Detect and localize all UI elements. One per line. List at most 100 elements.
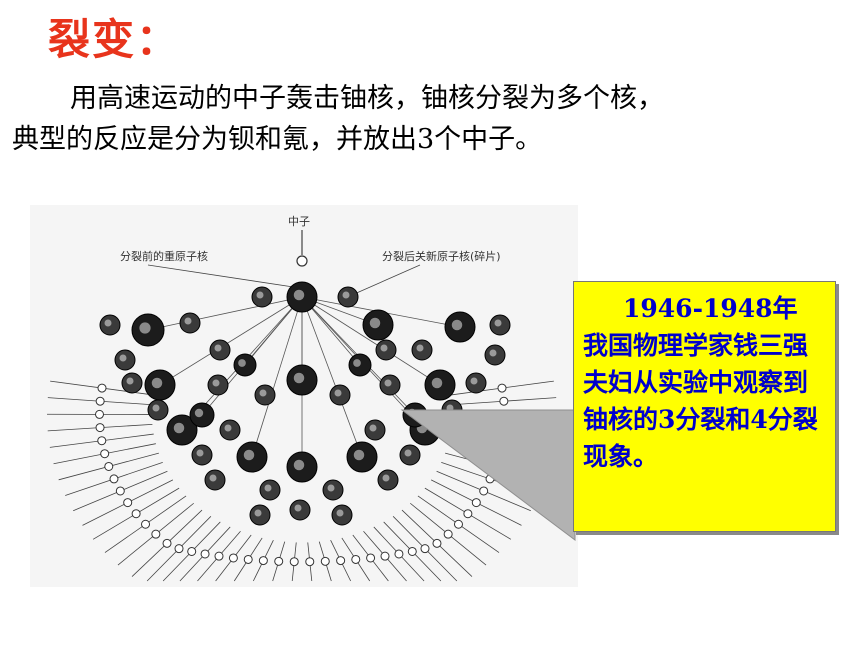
nucleus-highlight [238, 359, 246, 367]
fragment-highlight [471, 378, 478, 385]
fragment-highlight [495, 320, 502, 327]
fragment-highlight [127, 378, 134, 385]
emitted-neutron [395, 550, 403, 558]
fragment-highlight [381, 345, 388, 352]
emitted-neutron [491, 462, 499, 470]
fragment-highlight [210, 475, 217, 482]
note-years: 1946-1948年 [583, 290, 829, 327]
emitted-neutron [96, 410, 104, 418]
fragment-highlight [185, 318, 192, 325]
emitted-neutron [132, 510, 140, 518]
emitted-neutron [116, 487, 124, 495]
fragment-highlight [215, 345, 222, 352]
fragment-highlight [120, 355, 127, 362]
fragment-highlight [328, 485, 335, 492]
emitted-neutron [152, 530, 160, 538]
emitted-neutron [352, 555, 360, 563]
emitted-neutron [500, 410, 508, 418]
emitted-neutron [408, 547, 416, 555]
chain-reaction-diagram: 中子 分裂前的重原子核 分裂后关新原子核(碎片) [30, 205, 578, 587]
fragment-highlight [255, 510, 262, 517]
history-note: 1946-1948年 我国物理学家钱三强夫妇从实验中观察到铀核的3分裂和4分裂现… [573, 281, 836, 532]
slide-title: 裂变： [48, 6, 180, 67]
emitted-neutron [472, 499, 480, 507]
label-pointer-right [352, 265, 420, 295]
nucleus-highlight [152, 378, 163, 389]
nucleus-highlight [408, 409, 416, 417]
fragment-highlight [370, 425, 377, 432]
fragment-highlight [335, 390, 342, 397]
emitted-neutron [367, 554, 375, 562]
nucleus-highlight [174, 423, 185, 434]
emitted-neutron [498, 437, 506, 445]
emitted-neutron [290, 558, 298, 566]
fragment-highlight [197, 450, 204, 457]
emitted-neutron [498, 384, 506, 392]
emitted-neutron [96, 397, 104, 405]
label-heavy-nucleus: 分裂前的重原子核 [120, 249, 208, 263]
emitted-neutron [215, 552, 223, 560]
fragment-highlight [260, 390, 267, 397]
emitted-neutron [98, 384, 106, 392]
emitted-neutron [421, 545, 429, 553]
fragment-highlight [213, 380, 220, 387]
emitted-neutron [105, 462, 113, 470]
fragment-highlight [153, 405, 160, 412]
emitted-neutron [188, 547, 196, 555]
emitted-neutron [500, 424, 508, 432]
emitted-neutron [480, 487, 488, 495]
fragment-highlight [295, 505, 302, 512]
emitted-neutron [500, 397, 508, 405]
nucleus-highlight [353, 359, 361, 367]
emitted-neutron [110, 475, 118, 483]
fragment-highlight [383, 475, 390, 482]
nucleus-highlight [294, 373, 305, 384]
nucleus-highlight [244, 450, 255, 461]
emitted-neutron [321, 557, 329, 565]
nucleus-highlight [139, 322, 150, 333]
emitted-neutron [381, 552, 389, 560]
note-body: 我国物理学家钱三强夫妇从实验中观察到铀核的3分裂和4分裂现象。 [583, 327, 829, 475]
emitted-neutron [337, 557, 345, 565]
emitted-neutron [98, 437, 106, 445]
emitted-neutron [306, 558, 314, 566]
nucleus-highlight [452, 320, 463, 331]
fragment-highlight [257, 292, 264, 299]
emitted-neutron [101, 450, 109, 458]
fragment-highlight [225, 425, 232, 432]
fragment-highlight [490, 350, 497, 357]
emitted-neutron [142, 520, 150, 528]
emitted-neutron [444, 530, 452, 538]
fragment-highlight [447, 405, 454, 412]
nucleus-highlight [354, 450, 365, 461]
chain-reaction-figure: 中子 分裂前的重原子核 分裂后关新原子核(碎片) [30, 205, 578, 587]
emitted-neutron [486, 475, 494, 483]
intro-paragraph: 用高速运动的中子轰击铀核，铀核分裂为多个核， 典型的反应是分为钡和氪，并放出3个… [12, 78, 842, 160]
emitted-neutron [124, 499, 132, 507]
emitted-neutron [464, 510, 472, 518]
nucleus-highlight [432, 378, 443, 389]
fragment-highlight [105, 320, 112, 327]
fragment-highlight [385, 380, 392, 387]
link-line [160, 297, 302, 385]
fragment-highlight [337, 510, 344, 517]
reaction-marks [47, 256, 557, 581]
label-pointer-left [148, 265, 300, 288]
emitted-neutron [433, 539, 441, 547]
emitted-neutron [201, 550, 209, 558]
emitted-neutron [96, 424, 104, 432]
label-neutron: 中子 [288, 215, 310, 228]
fragment-highlight [405, 450, 412, 457]
label-fragments: 分裂后关新原子核(碎片) [382, 249, 501, 263]
emitted-neutron [229, 554, 237, 562]
emitted-neutron [454, 520, 462, 528]
neutron-circle [297, 256, 307, 266]
nucleus-highlight [294, 290, 305, 301]
fragment-highlight [265, 485, 272, 492]
paragraph-line-2: 典型的反应是分为钡和氪，并放出3个中子。 [12, 119, 842, 160]
fragment-highlight [417, 345, 424, 352]
emitted-neutron [495, 450, 503, 458]
emitted-neutron [175, 545, 183, 553]
nucleus-highlight [195, 409, 203, 417]
nucleus-highlight [370, 318, 381, 329]
